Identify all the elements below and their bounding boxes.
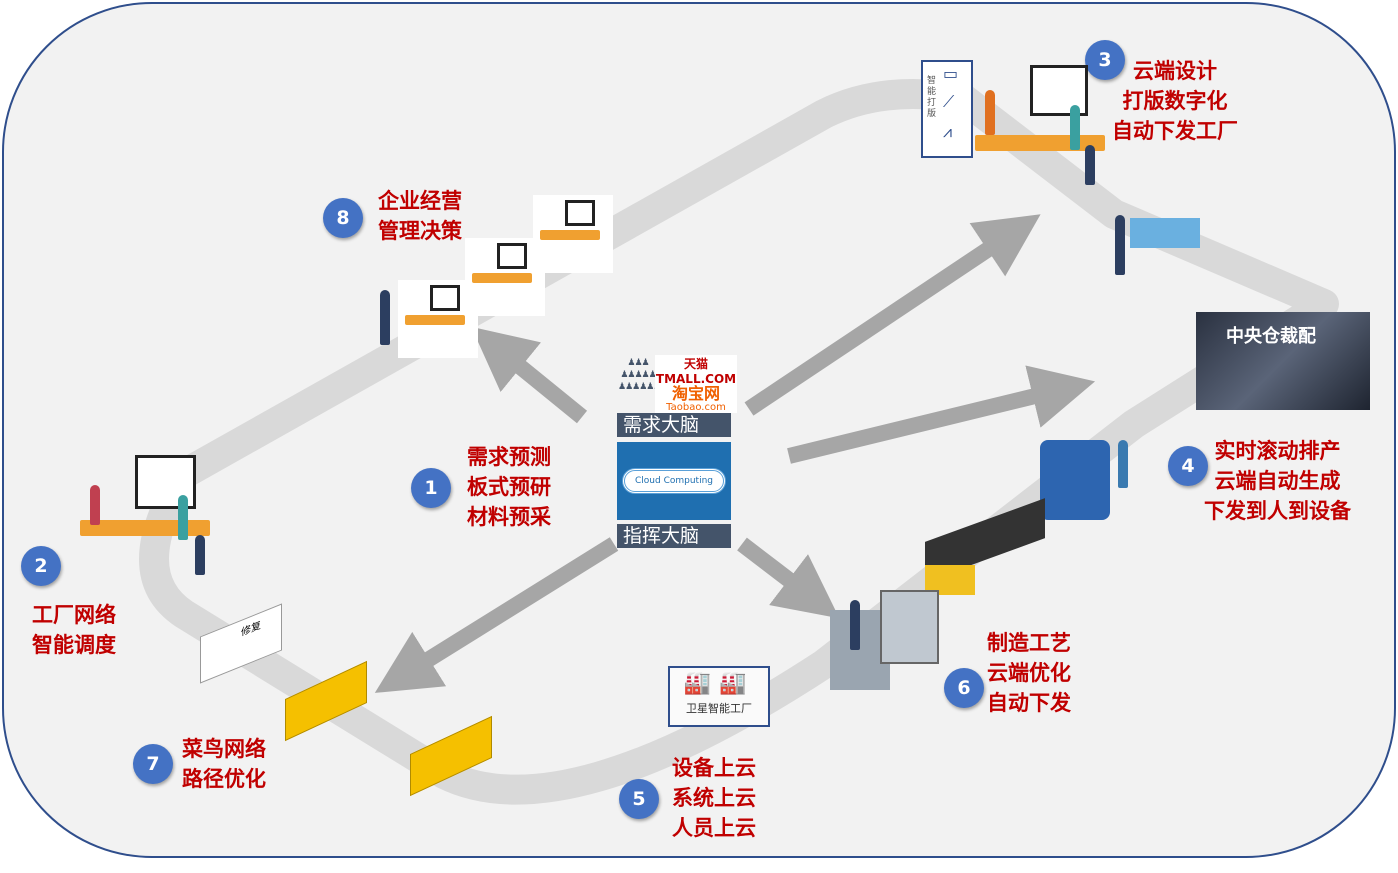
taobao-logo: 淘宝网 — [671, 384, 720, 403]
step-6-badge: 6 — [944, 668, 984, 708]
step-8-badge: 8 — [323, 198, 363, 238]
arrow-to-3 — [744, 214, 1041, 416]
step-1-label: 需求预测板式预研材料预采 — [467, 445, 551, 529]
warehouse-title: 中央仓裁配 — [1226, 326, 1316, 347]
command-brain-label: 指挥大脑 — [617, 524, 731, 548]
step-2-badge: 2 — [21, 546, 61, 586]
step-4-badge: 4 — [1168, 446, 1208, 486]
ecommerce-brands: 天猫TMALL.COM 淘宝网 Taobao.com — [655, 355, 737, 413]
cloud-text: Cloud Computing — [622, 468, 726, 494]
demand-brain-label: 需求大脑 — [617, 413, 731, 437]
satellite-factory-box: 🏭🏭 卫星智能工厂 — [668, 666, 770, 727]
step-3-badge: 3 — [1085, 40, 1125, 80]
arrow-to-warehouse — [787, 365, 1096, 464]
factory-icon: 🏭🏭 — [683, 671, 755, 696]
step-3-label: 云端设计打版数字化自动下发工厂 — [1112, 59, 1238, 143]
users-icon: ♟♟♟♟♟♟♟♟♟♟♟♟♟♟ — [618, 358, 661, 392]
step-2-label: 工厂网络智能调度 — [32, 603, 116, 657]
taobao-url: Taobao.com — [666, 402, 726, 413]
cloud-computing-icon: Cloud Computing — [617, 442, 731, 520]
step-6-label: 制造工艺云端优化自动下发 — [987, 631, 1071, 715]
ruler-icon: ⟋ — [943, 92, 955, 111]
tmall-logo: 天猫TMALL.COM — [655, 357, 737, 386]
laptop-icon: ▭ — [943, 64, 959, 83]
road-path — [139, 79, 1339, 805]
central-warehouse-image: 中央仓裁配 — [1196, 312, 1370, 410]
arrow-to-7 — [374, 537, 619, 693]
step-5-label: 设备上云系统上云人员上云 — [672, 756, 756, 840]
smart-pattern-panel: 智能打版 ▭ ⟋ ⩘ — [921, 60, 973, 158]
arrow-to-6 — [737, 537, 840, 619]
arrow-to-8 — [471, 326, 588, 424]
step-7-badge: 7 — [133, 744, 173, 784]
step-1-badge: 1 — [411, 468, 451, 508]
step-4-label: 实时滚动排产云端自动生成下发到人到设备 — [1204, 439, 1351, 523]
step-5-badge: 5 — [619, 779, 659, 819]
satellite-factory-label: 卫星智能工厂 — [686, 702, 752, 715]
smart-pattern-label: 智能打版 — [927, 76, 937, 119]
compass-icon: ⩘ — [943, 122, 953, 141]
step-7-label: 菜鸟网络路径优化 — [182, 737, 266, 791]
step-8-label: 企业经营管理决策 — [378, 189, 462, 243]
road-and-arrows — [139, 79, 1339, 805]
